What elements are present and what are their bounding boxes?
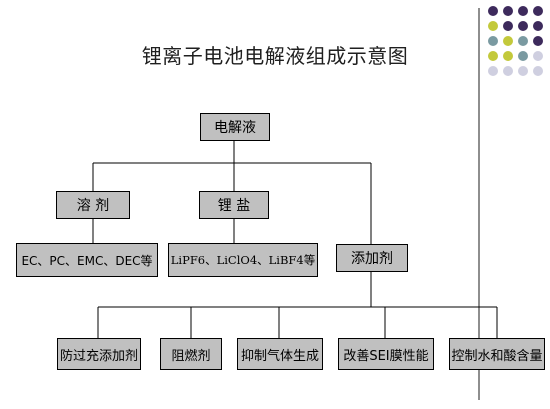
dot-purple — [533, 6, 543, 16]
dot-light — [503, 66, 513, 76]
node-salt-examples: LiPF6、LiClO4、LiBF4等 — [168, 243, 318, 277]
decorative-divider — [478, 8, 480, 400]
dot-purple — [533, 21, 543, 31]
dot-purple — [518, 6, 528, 16]
node-lithium-salt: 锂 盐 — [199, 191, 269, 219]
dot-lime — [503, 36, 513, 46]
dot-light — [533, 51, 543, 61]
dot-light — [518, 66, 528, 76]
node-additive-type: 防过充添加剂 — [57, 338, 141, 370]
dot-lime — [488, 51, 498, 61]
dot-lime — [488, 21, 498, 31]
node-additive-type: 阻燃剂 — [160, 338, 222, 370]
dot-light — [488, 66, 498, 76]
node-additive: 添加剂 — [336, 244, 408, 272]
node-solvent-examples: EC、PC、EMC、DEC等 — [16, 243, 158, 277]
dot-teal — [488, 36, 498, 46]
dot-light — [533, 66, 543, 76]
node-electrolyte: 电解液 — [200, 113, 270, 141]
dot-lime — [503, 51, 513, 61]
page-title: 锂离子电池电解液组成示意图 — [141, 44, 409, 68]
dot-teal — [518, 51, 528, 61]
node-solvent: 溶 剂 — [56, 191, 130, 219]
node-additive-type: 抑制气体生成 — [237, 338, 323, 370]
decorative-dots — [488, 6, 550, 86]
dot-purple — [533, 36, 543, 46]
node-additive-type: 控制水和酸含量 — [449, 338, 545, 370]
node-additive-type: 改善SEI膜性能 — [338, 338, 434, 370]
dot-purple — [518, 21, 528, 31]
dot-purple — [503, 6, 513, 16]
dot-teal — [518, 36, 528, 46]
dot-purple — [503, 21, 513, 31]
dot-purple — [488, 6, 498, 16]
